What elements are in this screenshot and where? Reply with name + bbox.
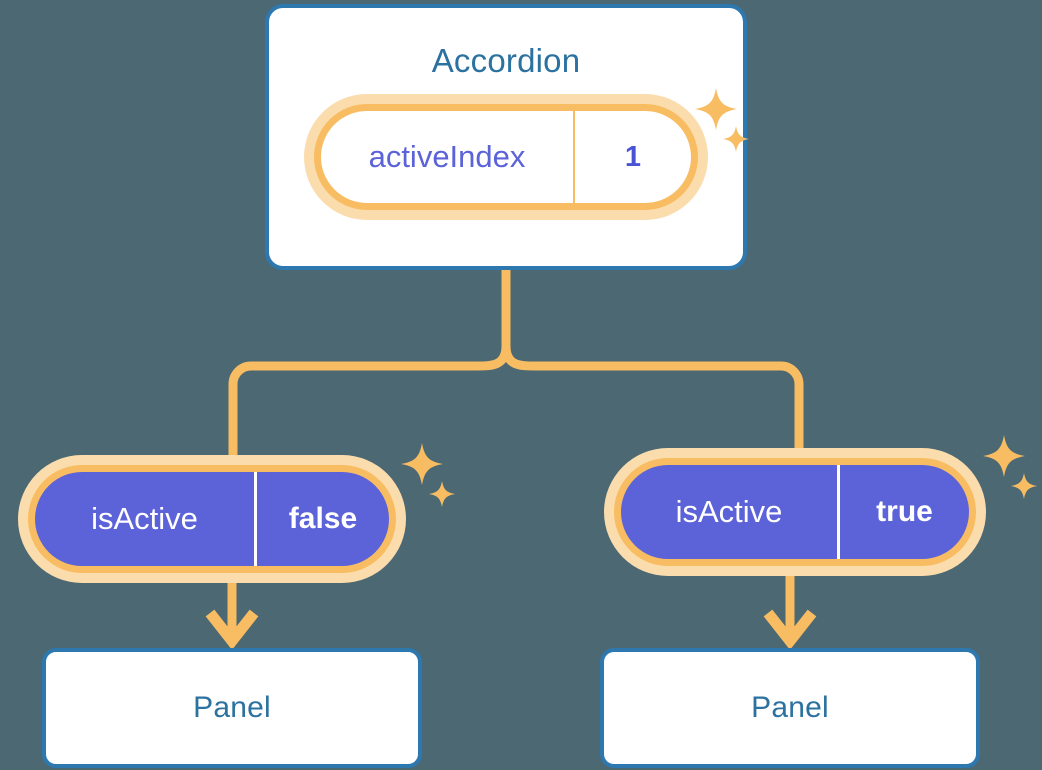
badge-value-label: 1 — [573, 111, 691, 203]
badge-body[interactable]: isActive true — [614, 458, 976, 566]
badge-value-label: false — [254, 472, 389, 566]
panel-card-title: Panel — [193, 691, 271, 724]
arrow-down-icon-right — [763, 572, 817, 650]
prop-badge-is-active-true[interactable]: isActive true — [604, 448, 986, 576]
badge-body[interactable]: isActive false — [28, 465, 396, 573]
badge-value-label: true — [837, 465, 969, 559]
badge-key-label: isActive — [91, 501, 198, 536]
state-badge-active-index[interactable]: activeIndex 1 — [304, 94, 708, 220]
accordion-card-title: Accordion — [431, 42, 581, 79]
arrow-down-icon-left — [205, 578, 259, 650]
badge-key-label: isActive — [675, 494, 783, 529]
sparkle-icon — [980, 435, 1038, 507]
panel-card-right[interactable]: Panel — [600, 648, 980, 768]
connector-branch-left — [228, 341, 511, 467]
badge-key-label: activeIndex — [368, 139, 526, 174]
badge-body[interactable]: activeIndex 1 — [314, 104, 698, 210]
panel-card-title: Panel — [751, 691, 829, 724]
prop-badge-is-active-false[interactable]: isActive false — [18, 455, 406, 583]
sparkle-icon — [398, 443, 456, 515]
panel-card-left[interactable]: Panel — [42, 648, 422, 768]
connector-branch-right — [501, 341, 804, 461]
